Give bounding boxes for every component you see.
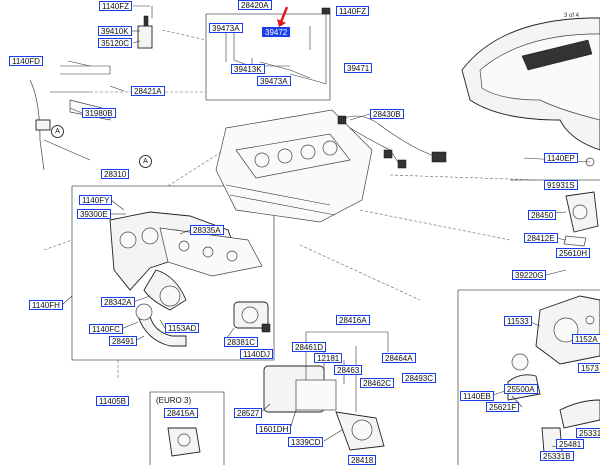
part-label-1140eb[interactable]: 1140EB [460, 391, 494, 401]
part-label-28412e[interactable]: 28412E [524, 233, 558, 243]
part-label-31980b[interactable]: 31980B [82, 108, 116, 118]
part-label-28416a[interactable]: 28416A [336, 315, 370, 325]
part-label-39410k[interactable]: 39410K [98, 26, 132, 36]
gasket [159, 227, 263, 277]
part-label-28463[interactable]: 28463 [334, 365, 363, 375]
part-label-1140fy[interactable]: 1140FY [79, 195, 113, 205]
part-label-39472-selected[interactable]: 39472 [262, 27, 291, 37]
part-label-28415a[interactable]: 28415A [164, 408, 198, 418]
part-label-1140fd[interactable]: 1140FD [9, 56, 43, 66]
engine-block [215, 109, 373, 223]
part-label-25621f[interactable]: 25621F [486, 402, 520, 412]
euro-note: (EURO 3) [156, 396, 192, 405]
part-label-28461d[interactable]: 28461D [292, 342, 327, 352]
part-label-28493c[interactable]: 28493C [402, 373, 437, 383]
part-label-35120c[interactable]: 35120C [98, 38, 133, 48]
part-label-28335a[interactable]: 28335A [190, 225, 224, 235]
part-label-28491[interactable]: 28491 [109, 336, 138, 346]
part-label-1601dh[interactable]: 1601DH [256, 424, 292, 434]
euro3-part [167, 427, 201, 457]
part-label-1339cd[interactable]: 1339CD [288, 437, 324, 447]
part-label-28430b[interactable]: 28430B [370, 109, 404, 119]
part-label-28464a[interactable]: 28464A [382, 353, 416, 363]
view-ref-a-top: A [51, 125, 64, 138]
part-label-39300e[interactable]: 39300E [77, 209, 111, 219]
part-label-25331b[interactable]: 25331B [540, 451, 574, 461]
right-assembly [507, 157, 600, 453]
egr-cooler [263, 331, 389, 451]
part-label-39473a-bottom[interactable]: 39473A [257, 76, 291, 86]
part-label-28527[interactable]: 28527 [234, 408, 263, 418]
part-label-28381c[interactable]: 28381C [224, 337, 259, 347]
part-label-1140fc[interactable]: 1140FC [89, 324, 123, 334]
engine-cover [461, 17, 600, 151]
part-label-28420a[interactable]: 28420A [238, 0, 272, 10]
part-label-25481[interactable]: 25481 [556, 439, 585, 449]
part-label-12181[interactable]: 12181 [314, 353, 343, 363]
part-label-28418[interactable]: 28418 [348, 455, 377, 465]
part-label-11533[interactable]: 11533 [504, 316, 532, 326]
part-label-1140fz-left[interactable]: 1140FZ [99, 1, 132, 11]
part-label-1140dj[interactable]: 1140DJ [240, 349, 273, 359]
part-label-39220g[interactable]: 39220G [512, 270, 547, 280]
part-label-1152a[interactable]: 1152A [572, 334, 600, 344]
part-label-25331[interactable]: 25331 [576, 428, 600, 438]
elbow-hose [135, 303, 187, 347]
sensor-39410K [137, 6, 153, 49]
part-label-39471[interactable]: 39471 [344, 63, 373, 73]
part-label-1573[interactable]: 1573 [578, 363, 600, 373]
part-label-28310[interactable]: 28310 [101, 169, 130, 179]
wiring-harness [337, 115, 447, 169]
part-label-1153ad[interactable]: 1153AD [165, 323, 200, 333]
part-label-39473a-top[interactable]: 39473A [209, 23, 243, 33]
group-frames [71, 13, 600, 465]
part-label-1140ep[interactable]: 1140EP [544, 153, 578, 163]
part-label-1140fz-right[interactable]: 1140FZ [336, 6, 369, 16]
part-label-28421a[interactable]: 28421A [131, 86, 165, 96]
part-label-39413k[interactable]: 39413K [231, 64, 265, 74]
part-label-28450[interactable]: 28450 [528, 210, 557, 220]
pointer-arrow-icon [277, 6, 289, 27]
part-label-28342a[interactable]: 28342A [101, 297, 135, 307]
part-label-1140fh[interactable]: 1140FH [29, 300, 63, 310]
part-label-25500a[interactable]: 25500A [504, 384, 538, 394]
part-label-25610h[interactable]: 25610H [556, 248, 591, 258]
throttle-body [233, 301, 271, 333]
part-label-28462c[interactable]: 28462C [360, 378, 395, 388]
view-ref-a-frame: A [139, 155, 152, 168]
page-reference: 3 of 4 [564, 13, 580, 19]
part-label-11405b[interactable]: 11405B [96, 396, 129, 406]
part-label-91931s[interactable]: 91931S [544, 180, 578, 190]
